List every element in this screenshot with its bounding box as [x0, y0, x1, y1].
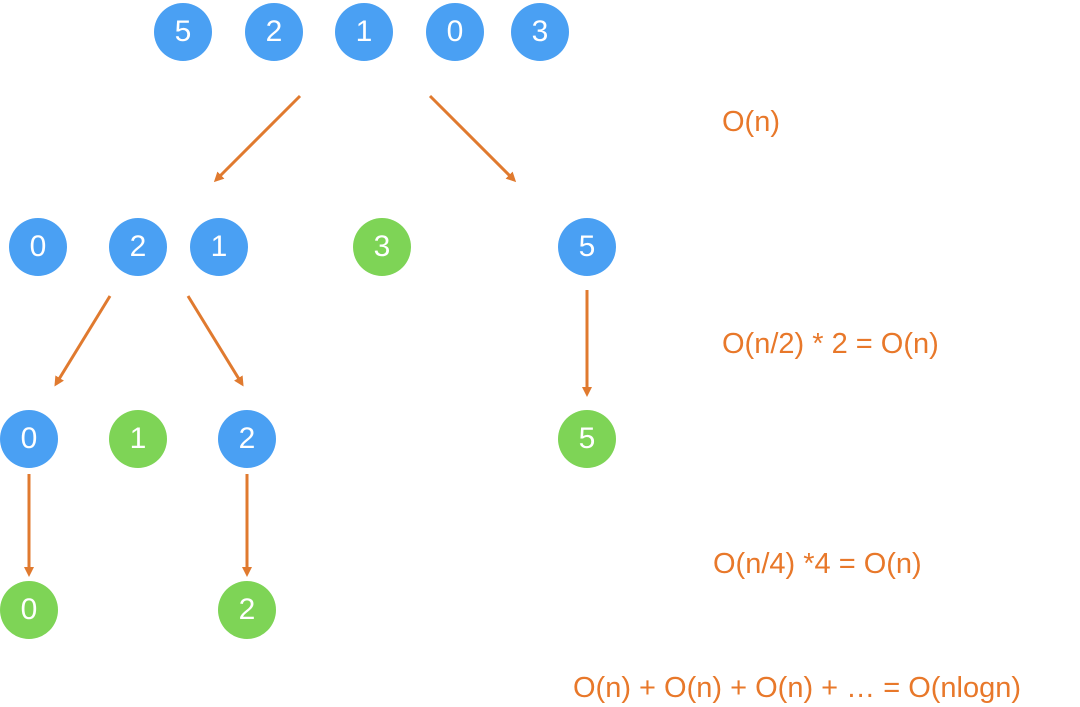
total-complexity: O(n) + O(n) + O(n) + … = O(nlogn)	[573, 672, 1022, 704]
tree-node: 2	[218, 410, 276, 468]
arrow-left-to-leftleft	[54, 295, 112, 387]
leaf-node: 0	[0, 581, 58, 639]
tree-node: 1	[190, 218, 248, 276]
arrow-root-to-left	[213, 94, 302, 183]
leaf-node: 2	[218, 581, 276, 639]
tree-node: 1	[335, 3, 393, 61]
tree-node: 0	[0, 410, 58, 468]
leaf-node: 5	[558, 410, 616, 468]
tree-node: 2	[109, 218, 167, 276]
tree-node: 0	[9, 218, 67, 276]
arrow-left-to-leftright	[186, 295, 244, 387]
tree-node: 3	[511, 3, 569, 61]
tree-node: 0	[426, 3, 484, 61]
level-0-complexity: O(n)	[722, 106, 780, 138]
tree-node: 5	[154, 3, 212, 61]
tree-node: 2	[245, 3, 303, 61]
tree-node: 5	[558, 218, 616, 276]
level-1-complexity: O(n/2) * 2 = O(n)	[722, 328, 939, 360]
pivot-node: 3	[353, 218, 411, 276]
pivot-node: 1	[109, 410, 167, 468]
level-2-complexity: O(n/4) *4 = O(n)	[713, 548, 922, 580]
arrow-root-to-right	[428, 94, 517, 183]
